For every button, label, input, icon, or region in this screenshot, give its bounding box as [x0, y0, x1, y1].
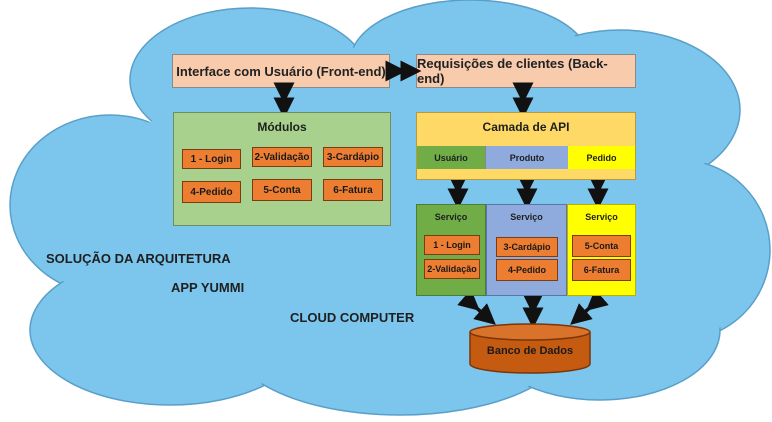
- module-chip-pedido: 4-Pedido: [182, 181, 241, 203]
- backend-box: Requisições de clientes (Back-end): [416, 54, 636, 88]
- database-label: Banco de Dados: [486, 345, 574, 357]
- backend-label: Requisições de clientes (Back-end): [417, 56, 608, 86]
- frontend-box: Interface com Usuário (Front-end): [172, 54, 390, 88]
- modules-box: Módulos 1 - Login 2-Validação 3-Cardápio…: [173, 112, 391, 226]
- service-chip-conta: 5-Conta: [572, 235, 631, 257]
- frontend-label: Interface com Usuário (Front-end): [176, 63, 386, 79]
- service-title: Serviço: [510, 212, 543, 222]
- module-chip-conta: 5-Conta: [252, 179, 312, 201]
- arrow-service3-db: [570, 289, 609, 325]
- service-title: Serviço: [585, 212, 618, 222]
- api-layer-title: Camada de API: [482, 120, 570, 134]
- service-chip-cardapio: 3-Cardápio: [496, 237, 558, 257]
- api-tab-pedido: Pedido: [568, 146, 635, 169]
- api-tab-produto: Produto: [486, 146, 568, 169]
- service-chip-pedido: 4-Pedido: [496, 259, 558, 281]
- service-box-pedido: Serviço 5-Conta 6-Fatura: [567, 204, 636, 296]
- service-box-usuario: Serviço 1 - Login 2-Validação: [416, 204, 486, 296]
- service-chip-fatura: 6-Fatura: [572, 259, 631, 281]
- solution-caption: SOLUÇÃO DA ARQUITETURA: [46, 251, 231, 266]
- module-chip-login: 1 - Login: [182, 149, 241, 169]
- module-chip-validacao: 2-Validação: [252, 147, 312, 167]
- module-chip-fatura: 6-Fatura: [323, 179, 383, 201]
- module-chip-cardapio: 3-Cardápio: [323, 147, 383, 167]
- service-box-produto: Serviço 3-Cardápio 4-Pedido: [486, 204, 567, 296]
- api-layer-box: Camada de API Usuário Produto Pedido: [416, 112, 636, 180]
- app-caption: APP YUMMI: [171, 280, 245, 295]
- service-title: Serviço: [434, 212, 468, 222]
- arrow-service1-db: [457, 289, 496, 325]
- database-cylinder: [469, 323, 591, 374]
- api-tab-usuario: Usuário: [417, 146, 486, 169]
- cloud-caption: CLOUD COMPUTER: [290, 310, 415, 325]
- modules-title: Módulos: [257, 120, 307, 134]
- service-chip-login: 1 - Login: [424, 235, 480, 255]
- service-chip-validacao: 2-Validação: [424, 259, 480, 279]
